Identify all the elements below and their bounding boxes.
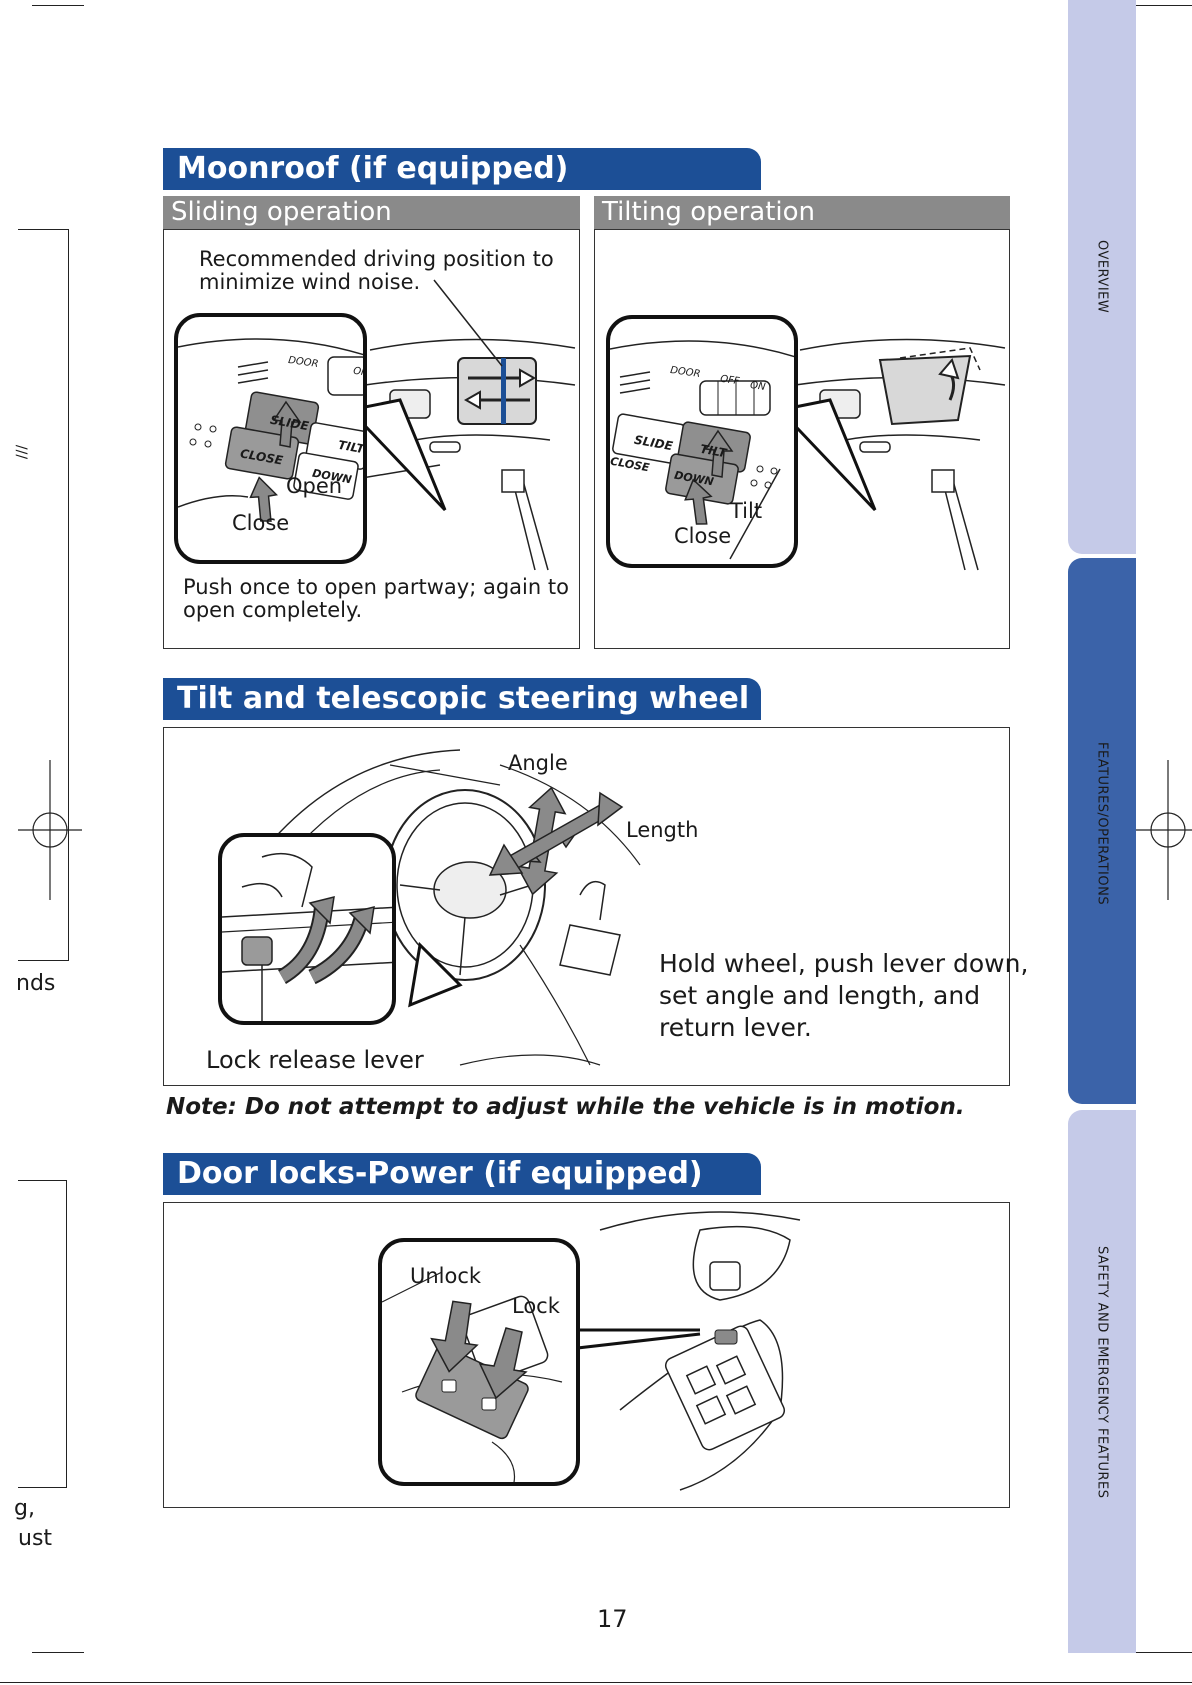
- label-unlock: Unlock: [410, 1264, 482, 1288]
- margin-fragment: nds: [16, 971, 56, 996]
- margin-rule: [18, 1180, 67, 1181]
- tab-label-features: FEATURES/OPERATIONS: [1094, 742, 1110, 906]
- steering-description-3: return lever.: [659, 1013, 812, 1042]
- label-lock: Lock: [512, 1294, 560, 1318]
- sliding-switch-closeup: DOOR OFF SLIDE CLOSE TILT DOWN Open Clos…: [174, 313, 367, 564]
- tilting-switch-closeup: DOOR OFF ON SLIDE CLOSE TILT DOWN Tilt C…: [606, 315, 798, 568]
- label-lock-release-lever: Lock release lever: [206, 1046, 424, 1074]
- sliding-console-illustration: [347, 338, 576, 571]
- label-tilt: Tilt: [730, 499, 763, 523]
- steering-description-2: set angle and length, and: [659, 981, 981, 1010]
- tab-features-operations[interactable]: [1068, 558, 1136, 1104]
- label-angle: Angle: [508, 751, 568, 775]
- switch-label-tilt: TILT: [336, 437, 366, 457]
- steering-note: Note: Do not attempt to adjust while the…: [166, 1094, 965, 1120]
- label-close: Close: [232, 511, 290, 535]
- margin-marks: ///: [13, 444, 30, 460]
- panel-doorlocks: [163, 1202, 1010, 1508]
- tab-label-safety: SAFETY AND EMERGENCY FEATURES: [1094, 1246, 1110, 1499]
- door-lock-switch-closeup: Unlock Lock: [378, 1238, 580, 1486]
- sliding-caption-top: Recommended driving position to: [199, 247, 554, 271]
- sliding-caption-bottom: Push once to open partway; again to: [183, 575, 569, 599]
- crop-mark: [32, 5, 84, 6]
- section-title-steering: Tilt and telescopic steering wheel: [163, 678, 761, 720]
- switch-label-tilt: TILT: [698, 441, 728, 461]
- tab-safety[interactable]: [1068, 1110, 1136, 1653]
- crop-mark: [32, 1652, 84, 1653]
- switch-label-off: OFF: [352, 365, 367, 380]
- crop-mark: [1136, 5, 1192, 6]
- steering-description: Hold wheel, push lever down,: [659, 949, 1029, 978]
- margin-rule: [18, 1487, 67, 1488]
- section-title-moonroof: Moonroof (if equipped): [163, 148, 761, 190]
- crop-mark: [1136, 1652, 1192, 1653]
- tab-overview[interactable]: [1068, 0, 1136, 554]
- door-panel-illustration: [559, 1211, 801, 1491]
- crop-mark: [0, 1682, 1192, 1683]
- margin-rule: [68, 229, 69, 961]
- label-open: Open: [286, 474, 343, 498]
- lock-lever-closeup: [218, 833, 396, 1025]
- label-length: Length: [626, 818, 699, 842]
- margin-rule: [18, 229, 69, 230]
- steering-wheel-illustration: [259, 749, 641, 1066]
- registration-mark-left: [18, 760, 82, 900]
- switch-label-off: OFF: [719, 373, 741, 388]
- callout-pointer: [433, 279, 503, 367]
- section-title-doorlocks: Door locks-Power (if equipped): [163, 1153, 761, 1195]
- margin-fragment: g,: [14, 1496, 35, 1521]
- margin-rule: [18, 960, 69, 961]
- label-close: Close: [674, 524, 732, 548]
- switch-label-door: DOOR: [669, 364, 702, 381]
- margin-rule: [66, 1180, 67, 1488]
- tilting-console-illustration: [777, 338, 1006, 571]
- subheader-tilting: Tilting operation: [594, 196, 1010, 229]
- subheader-sliding: Sliding operation: [163, 196, 580, 229]
- margin-fragment: ust: [18, 1526, 53, 1551]
- page-number: 17: [597, 1605, 628, 1633]
- tab-label-overview: OVERVIEW: [1094, 240, 1110, 314]
- registration-mark-right: [1136, 760, 1192, 900]
- switch-label-door: DOOR: [287, 354, 320, 371]
- sliding-caption-top-2: minimize wind noise.: [199, 270, 421, 294]
- sliding-caption-bottom-2: open completely.: [183, 598, 363, 622]
